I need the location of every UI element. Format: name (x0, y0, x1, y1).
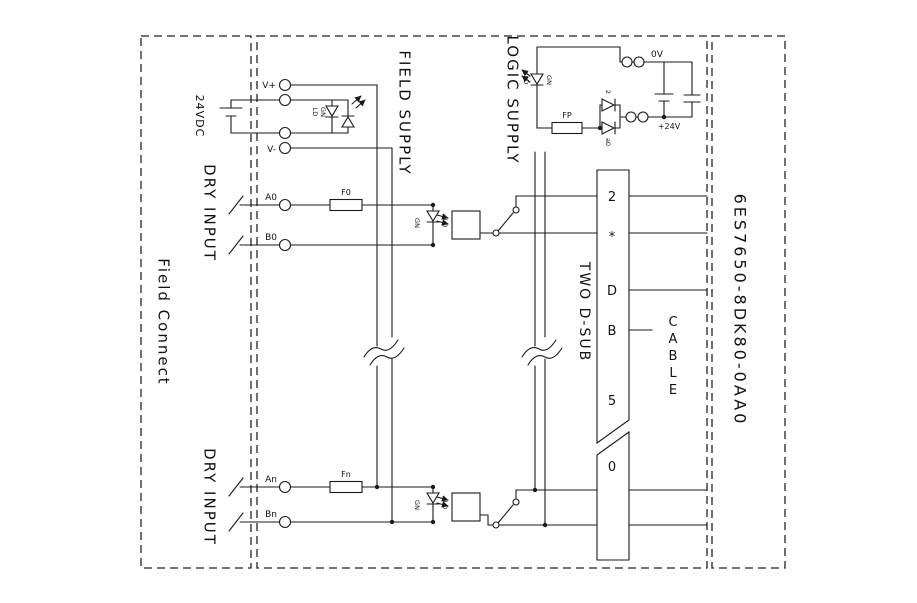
opto-top-ld-label: LD (441, 219, 449, 228)
diode-upper-label: 2 (604, 90, 612, 94)
dry-input-bottom-label: DRY INPUT (201, 448, 219, 546)
break-symbol-field (363, 339, 405, 366)
logic-supply: LD GN FP 2 a0 0V +24V (521, 46, 701, 146)
terminal-24v-a (625, 111, 637, 123)
fuse-f0-label: F0 (341, 188, 351, 197)
cable-stub-lines (628, 195, 708, 526)
dsub-pin-2: 2 (608, 190, 616, 205)
protection-diode-upper: 2 (599, 90, 621, 112)
terminal-b0 (278, 238, 292, 252)
opto-sensor-bottom (451, 492, 481, 522)
dry-input-top-label: DRY INPUT (201, 164, 219, 262)
cable-letter-a: A (669, 332, 678, 347)
cable-label: C A B L E (668, 315, 677, 398)
an-label: An (265, 475, 277, 485)
fuse-f0 (329, 198, 363, 212)
terminal-v-plus-inner (278, 93, 292, 107)
fuse-fn (329, 480, 363, 494)
dsub-pin-d: D (607, 284, 617, 299)
cable-letter-c: C (668, 315, 677, 330)
dsub-pin-star: * (609, 230, 616, 245)
opto-top-gn-label: GN (413, 218, 421, 228)
terminal-0v-b (633, 56, 645, 68)
dsub-lower-body (596, 430, 630, 561)
battery-voltage-label: 24VDC (193, 95, 206, 138)
terminal-v-plus (278, 78, 292, 92)
dsub-pin-5: 5 (608, 394, 616, 409)
opto-bottom-gn-label: GN (413, 500, 421, 510)
field-connect-boundary (140, 35, 252, 569)
terminal-a0 (278, 198, 292, 212)
field-led-gn-label: GN (319, 107, 327, 117)
switch-top (479, 195, 598, 237)
cable-letter-b: B (669, 349, 678, 364)
protection-diode-lower: a0 (599, 121, 621, 146)
terminal-0v-a (621, 56, 633, 68)
junction-dots (374, 202, 548, 528)
terminal-bn (278, 515, 292, 529)
dry-contact-bottom (228, 477, 281, 532)
terminal-24v-b (637, 111, 649, 123)
logic-led-gn-label: GN (545, 75, 553, 85)
battery-logic (654, 61, 674, 118)
fuse-fn-label: Fn (341, 470, 351, 479)
dry-contact-top (228, 195, 281, 255)
diode-lower-label: a0 (604, 138, 612, 146)
dsub-pin-0: 0 (608, 460, 616, 475)
dsub-label: TWO D-SUB (576, 261, 592, 362)
field-connect-label: Field Connect (155, 258, 173, 385)
battery-24vdc (219, 99, 281, 134)
fuse-fp-label: FP (562, 111, 572, 120)
zero-v-label: 0V (651, 50, 664, 60)
logic-led-ld-label: LD (522, 76, 530, 85)
field-indicator-led: LD GN (311, 95, 366, 134)
channel-top: A0 B0 F0 GN LD (228, 188, 598, 255)
part-number-label: 6ES7650-8DK80-0AA0 (731, 194, 750, 427)
dsub-connector: TWO D-SUB 2 * D B 5 0 (576, 169, 630, 561)
field-supply-label: FIELD SUPPLY (396, 50, 414, 175)
bn-label: Bn (265, 510, 277, 520)
a0-label: A0 (265, 193, 277, 203)
module-boundary (256, 35, 708, 569)
capacitor-logic (683, 61, 701, 118)
cable-letter-l: L (669, 366, 677, 381)
field-supply-terminals: V+ V- (262, 78, 393, 523)
logic-supply-label: LOGIC SUPPLY (504, 35, 522, 164)
dsub-upper-body (596, 169, 630, 445)
plus-24v-label: +24V (658, 122, 681, 131)
opto-sensor-top (451, 210, 481, 240)
opto-bottom-ld-label: LD (441, 501, 449, 510)
break-symbol-logic (521, 339, 563, 366)
channel-bottom: An Bn Fn GN LD (228, 470, 598, 532)
cable-letter-e: E (669, 383, 677, 398)
terminal-an (278, 480, 292, 494)
field-led-ld-label: LD (311, 108, 319, 117)
v-plus-label: V+ (262, 81, 276, 91)
switch-bottom (479, 489, 598, 529)
logic-rails (534, 151, 546, 526)
dsub-pin-b: B (608, 324, 617, 339)
optocoupler-top: GN LD (413, 204, 481, 246)
fuse-fp (551, 121, 583, 135)
terminal-v-minus (278, 141, 292, 155)
cable-boundary (711, 35, 786, 569)
v-minus-label: V- (267, 145, 276, 155)
terminal-v-minus-inner (278, 126, 292, 140)
optocoupler-bottom: GN LD (413, 486, 481, 523)
b0-label: B0 (265, 233, 277, 243)
